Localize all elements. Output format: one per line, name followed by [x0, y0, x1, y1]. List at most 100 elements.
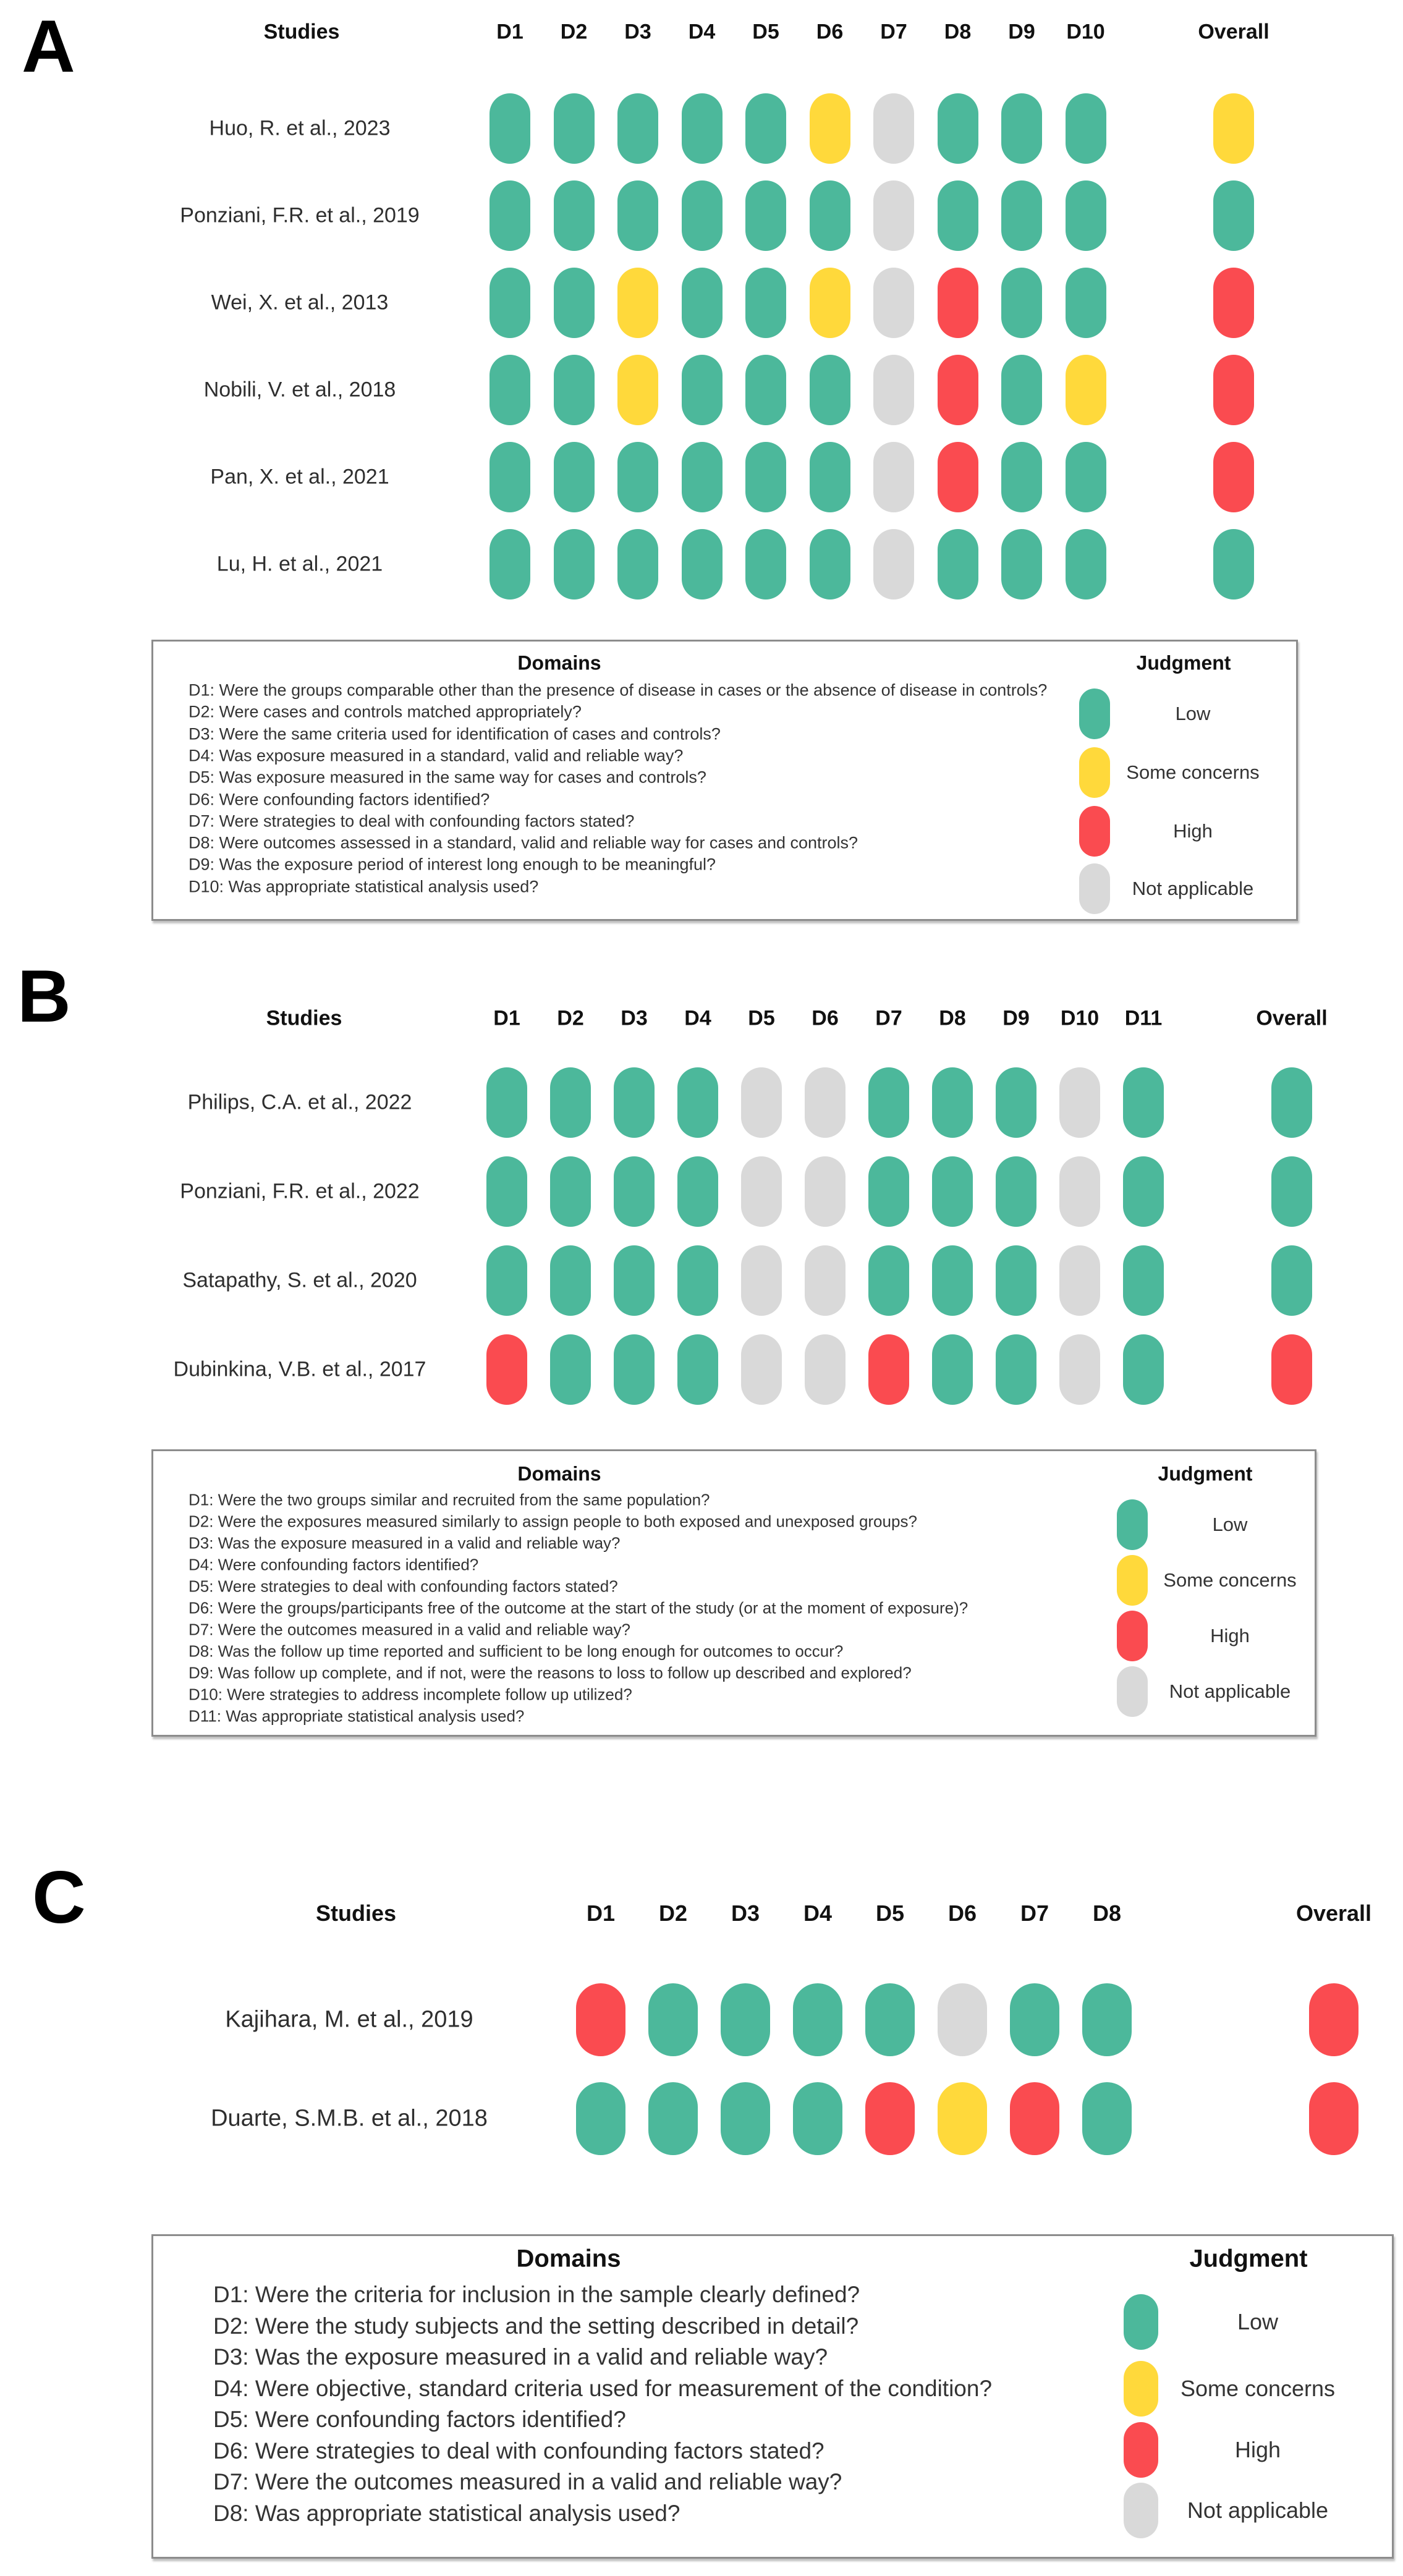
- judgment-pill-low: [932, 1245, 973, 1316]
- judgment-pill-low: [745, 355, 786, 425]
- panel-letter-A: A: [22, 5, 75, 88]
- judgment-pill-low: [1065, 180, 1106, 251]
- domain-column-header: D7: [1020, 1900, 1049, 1926]
- judgment-pill-low: [553, 355, 595, 425]
- judgment-pill-low: [553, 180, 595, 251]
- domain-column-header: D9: [1002, 1006, 1030, 1030]
- judgment-pill-not_applicable: [1059, 1156, 1100, 1227]
- judgment-pill-low: [576, 2082, 625, 2155]
- judgment-pill-low: [809, 529, 850, 600]
- legend-pill-high: [1079, 806, 1110, 857]
- domain-description: D6: Were confounding factors identified?: [189, 790, 490, 808]
- judgment-pill-not_applicable: [741, 1245, 782, 1316]
- domain-column-header: D1: [496, 20, 523, 44]
- judgment-pill-not_applicable: [805, 1067, 846, 1138]
- domain-description: D8: Was appropriate statistical analysis…: [213, 2500, 680, 2526]
- judgment-pill-high: [1010, 2082, 1059, 2155]
- judgment-pill-low: [868, 1245, 909, 1316]
- judgment-pill-low: [1065, 442, 1106, 512]
- domain-description: D11: Was appropriate statistical analysi…: [189, 1706, 525, 1726]
- domain-description: D6: Were strategies to deal with confoun…: [213, 2438, 824, 2464]
- legend-pill-low: [1117, 1499, 1148, 1550]
- domains-legend-title: Domains: [517, 1462, 601, 1485]
- domain-column-header: D6: [812, 1006, 839, 1030]
- domains-legend-title: Domains: [517, 651, 601, 674]
- judgment-pill-high: [937, 355, 978, 425]
- legend-pill-high: [1124, 2422, 1158, 2478]
- judgment-pill-low: [745, 93, 786, 164]
- judgment-pill-some_concerns: [617, 355, 658, 425]
- legend-pill-not_applicable: [1124, 2483, 1158, 2538]
- judgment-pill-low: [617, 93, 658, 164]
- judgment-pill-low: [553, 529, 595, 600]
- domain-column-header: D5: [752, 20, 779, 44]
- overall-judgment-pill-some_concerns: [1213, 93, 1254, 164]
- domain-column-header: D3: [624, 20, 651, 44]
- judgment-pill-low: [1082, 1983, 1132, 2056]
- judgment-pill-low: [745, 268, 786, 338]
- domain-description: D2: Were cases and controls matched appr…: [189, 702, 582, 721]
- judgment-pill-low: [553, 93, 595, 164]
- judgment-pill-low: [617, 180, 658, 251]
- legend-pill-not_applicable: [1117, 1666, 1148, 1717]
- study-label: Nobili, V. et al., 2018: [203, 378, 396, 402]
- overall-judgment-pill-high: [1309, 2082, 1358, 2155]
- judgment-pill-some_concerns: [1065, 355, 1106, 425]
- domain-description: D3: Were the same criteria used for iden…: [189, 724, 721, 744]
- judgment-pill-low: [745, 442, 786, 512]
- judgment-pill-not_applicable: [873, 268, 914, 338]
- judgment-pill-some_concerns: [809, 93, 850, 164]
- judgment-pill-low: [1065, 529, 1106, 600]
- domain-column-header: D3: [621, 1006, 648, 1030]
- judgment-pill-low: [677, 1334, 718, 1405]
- judgment-pill-low: [996, 1334, 1036, 1405]
- domain-column-header: D8: [944, 20, 972, 44]
- judgment-pill-not_applicable: [873, 180, 914, 251]
- legend-label-low: Low: [1212, 1514, 1248, 1535]
- judgment-pill-not_applicable: [938, 1983, 987, 2056]
- judgment-pill-some_concerns: [617, 268, 658, 338]
- domain-description: D8: Was the follow up time reported and …: [189, 1642, 844, 1661]
- judgment-pill-high: [576, 1983, 625, 2056]
- study-label: Satapathy, S. et al., 2020: [182, 1268, 417, 1292]
- domain-description: D3: Was the exposure measured in a valid…: [189, 1533, 621, 1553]
- judgment-pill-low: [1001, 180, 1042, 251]
- overall-judgment-pill-low: [1271, 1245, 1312, 1316]
- domain-column-header: D5: [748, 1006, 775, 1030]
- judgment-pill-low: [937, 529, 978, 600]
- judgment-legend-title: Judgment: [1136, 651, 1231, 674]
- domain-description: D1: Were the criteria for inclusion in t…: [213, 2282, 860, 2307]
- domain-description: D7: Were the outcomes measured in a vali…: [189, 1620, 630, 1639]
- domain-description: D3: Was the exposure measured in a valid…: [213, 2344, 828, 2370]
- overall-column-header: Overall: [1198, 20, 1269, 44]
- judgment-pill-low: [1123, 1067, 1164, 1138]
- judgment-legend-title: Judgment: [1189, 2245, 1308, 2273]
- domain-description: D6: Were the groups/participants free of…: [189, 1598, 969, 1617]
- study-label: Duarte, S.M.B. et al., 2018: [211, 2105, 488, 2132]
- judgment-pill-low: [490, 529, 530, 600]
- judgment-pill-some_concerns: [809, 268, 850, 338]
- domain-column-header: D3: [731, 1900, 760, 1926]
- judgment-pill-high: [868, 1334, 909, 1405]
- domain-description: D4: Were confounding factors identified?: [189, 1555, 479, 1574]
- judgment-pill-low: [681, 529, 723, 600]
- judgment-pill-low: [486, 1156, 527, 1227]
- judgment-pill-not_applicable: [873, 93, 914, 164]
- domain-column-header: D6: [816, 20, 844, 44]
- judgment-pill-not_applicable: [805, 1334, 846, 1405]
- judgment-pill-low: [614, 1067, 655, 1138]
- judgment-pill-low: [486, 1245, 527, 1316]
- domain-column-header: D1: [493, 1006, 520, 1030]
- overall-column-header: Overall: [1295, 1900, 1372, 1926]
- judgment-pill-not_applicable: [741, 1334, 782, 1405]
- judgment-pill-low: [745, 529, 786, 600]
- domain-description: D5: Were confounding factors identified?: [213, 2407, 626, 2432]
- judgment-pill-low: [648, 2082, 698, 2155]
- judgment-pill-low: [553, 268, 595, 338]
- domain-description: D7: Were the outcomes measured in a vali…: [213, 2469, 842, 2494]
- judgment-pill-low: [809, 355, 850, 425]
- judgment-pill-low: [553, 442, 595, 512]
- judgment-pill-low: [1123, 1334, 1164, 1405]
- judgment-pill-low: [677, 1156, 718, 1227]
- judgment-pill-low: [932, 1156, 973, 1227]
